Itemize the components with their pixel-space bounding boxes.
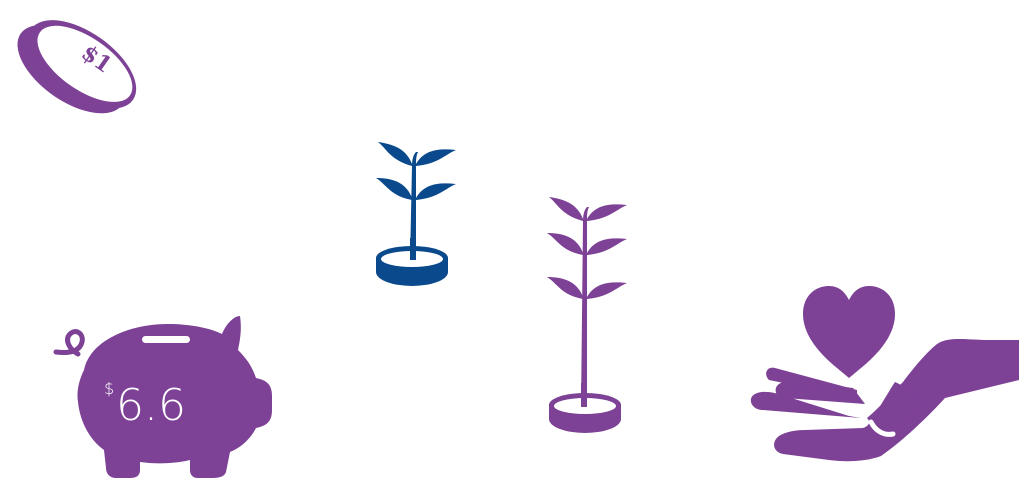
plant-icon [547, 197, 627, 433]
piggy-bank-icon: $ 6.6 [53, 316, 273, 478]
piggy-amount: 6.6 [116, 380, 186, 431]
coin-icon: $1 [17, 20, 137, 114]
coin: $1 [17, 8, 148, 126]
seedling-icon [376, 142, 456, 286]
tall-plant [545, 193, 635, 438]
giving-hand [745, 270, 1019, 470]
piggy-bank: $ 6.6 [50, 310, 280, 478]
piggy-currency: $ [104, 379, 114, 398]
hand-heart-icon [750, 286, 1019, 462]
small-plant [372, 138, 462, 290]
